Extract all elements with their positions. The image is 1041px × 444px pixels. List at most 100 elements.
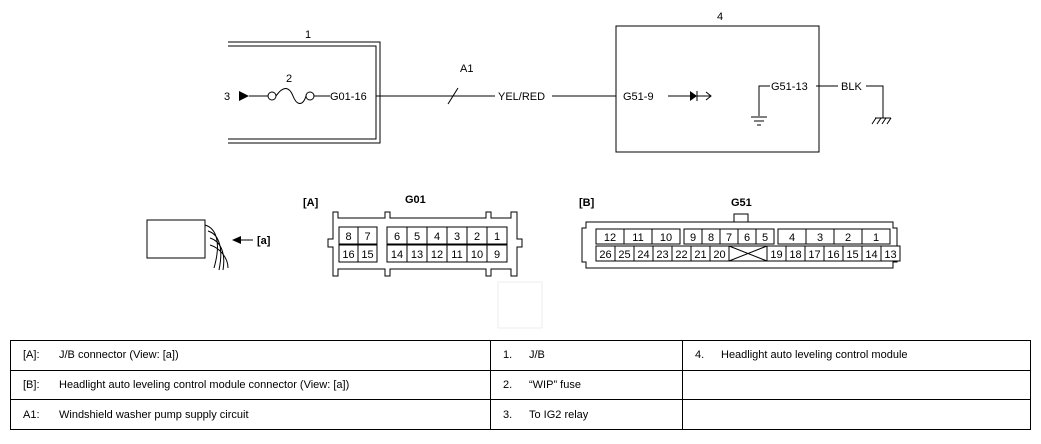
connector-a-shell [327,211,523,277]
fuse-terminal-right [305,91,315,101]
pin-number: 6 [394,231,400,243]
pin-number: 25 [618,249,630,261]
jb-box [228,41,381,144]
legend-cell-item2 [682,399,1031,430]
chassis-ground-icon [871,117,892,125]
pin-cell [651,228,681,245]
pin-number: 7 [364,231,370,243]
label-fuse: 2 [286,73,292,85]
legend-cell-desc: [A]: J/B connector (View: [a]) [10,340,491,371]
pin-cell [486,226,508,245]
label-module: 4 [717,11,723,23]
label-g01-16: G01-16 [330,91,367,103]
pin-cell [357,244,378,263]
pin-cell [880,245,901,262]
pin-number: 20 [713,249,725,261]
legend-table: [A]: J/B connector (View: [a]) 1.J/B 4. He… [10,340,1031,430]
pin-number: 3 [454,231,460,243]
legend-cell-desc: A1: Windshield washer pump supply circuit [10,399,491,430]
pin-number: 4 [434,231,440,243]
arrow-icon [239,91,249,101]
pin-number: 2 [845,232,851,244]
pin-number: 15 [846,249,858,261]
label-g51-13: G51-13 [771,81,808,93]
pin-number: 4 [789,232,795,244]
pin-number: 8 [345,231,351,243]
legend-num: 1. [503,349,513,362]
pin-number: 12 [431,249,443,261]
pin-number: 5 [414,231,420,243]
pin-number: 26 [599,249,611,261]
wiring-diagram: 1 3 2 G01-16 A1 YEL/RED 4 G51-9 G51-13 B… [146,11,901,329]
fuse-icon [275,88,307,104]
legend-desc: Windshield washer pump supply circuit [59,408,249,421]
pin-number: 12 [604,232,616,244]
connector-a-name: G01 [405,194,426,206]
pin-number: 16 [827,249,839,261]
connector-a-tag: [A] [303,197,319,209]
connector-b-tag: [B] [579,197,595,209]
pin-number: 2 [474,231,480,243]
label-blk: BLK [841,81,862,93]
pin-cell [357,226,378,245]
pin-number: 17 [808,249,820,261]
legend-num: 3. [503,408,513,421]
pin-number: 19 [770,249,782,261]
legend-row: [B]: Headlight auto leveling control modu… [10,369,1031,401]
pin-number: 11 [451,249,462,261]
pin-number: 15 [361,249,373,261]
pin-number: 8 [708,232,714,244]
pin-number: 14 [865,249,877,261]
pin-number: 13 [884,249,896,261]
legend-desc: J/B connector (View: [a]) [59,349,179,362]
pin-cell [486,244,508,263]
label-view-a: [a] [257,235,271,247]
pin-number: 9 [690,232,696,244]
pin-number: 14 [391,249,403,261]
blank-patch [497,281,543,329]
connector-b-latch [733,213,749,223]
pin-cell [755,228,775,245]
diode-icon [690,91,697,101]
pin-number: 24 [637,249,649,261]
pin-number: 11 [632,232,643,244]
label-g51-9: G51-9 [623,91,654,103]
legend-num2: 4. [695,349,705,362]
pin-number: 22 [675,249,687,261]
legend-item: “WIP” fuse [529,378,581,391]
legend-cell-item2: 4. Headlight auto leveling control module [682,340,1031,371]
connector-b-name: G51 [731,197,752,209]
pin-number: 3 [817,232,823,244]
pin-cell [861,228,891,245]
connector-b-shell [581,221,898,269]
pin-number: 10 [660,232,672,244]
pin-number: 5 [762,232,768,244]
fuse-terminal-left [267,91,277,101]
label-a1: A1 [460,63,473,75]
legend-item2: Headlight auto leveling control module [721,349,908,362]
label-jb: 1 [305,29,311,41]
connector-view-icon [146,219,253,271]
legend-cell-desc: [B]: Headlight auto leveling control modu… [10,369,491,401]
legend-cell-item2 [682,369,1031,401]
legend-cell-item: 1.J/B [490,340,683,371]
blank-pin-mark [728,245,768,262]
ground-icon [751,116,767,126]
pin-number: 10 [471,249,483,261]
module-box [615,25,820,153]
legend-desc: Headlight auto leveling control module c… [59,378,350,391]
legend-row: [A]: J/B connector (View: [a]) 1.J/B 4. He… [10,340,1031,371]
legend-key: A1: [23,408,40,421]
legend-key: [A]: [23,349,40,362]
pin-number: 18 [789,249,801,261]
legend-key: [B]: [23,378,40,391]
legend-cell-item: 3.To IG2 relay [490,399,683,430]
pin-number: 1 [873,232,879,244]
label-wire-color: YEL/RED [498,91,545,103]
